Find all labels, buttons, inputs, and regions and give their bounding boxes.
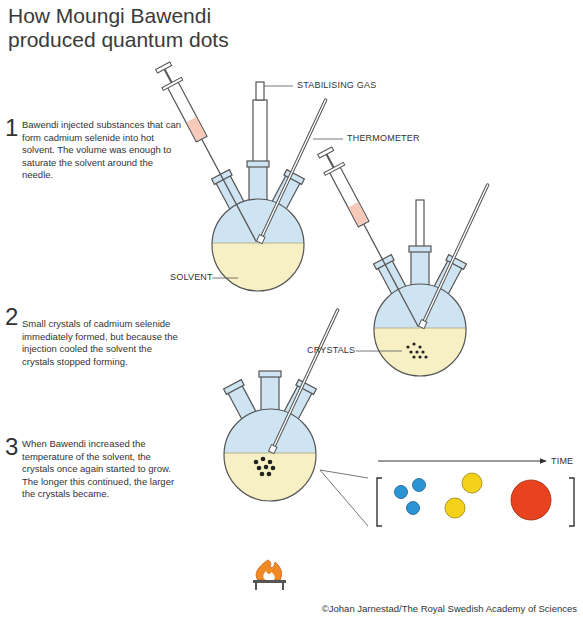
- step-text: Small crystals of cadmium selenide immed…: [22, 318, 184, 368]
- axis-label: TIME: [551, 456, 573, 467]
- flask-step-3: [224, 309, 574, 590]
- flask-step-1: [153, 61, 343, 303]
- leader-line: [313, 139, 343, 140]
- part-label: STABILISING GAS: [297, 80, 376, 91]
- part-label: SOLVENT: [170, 272, 213, 283]
- crystals: [254, 457, 276, 477]
- bracket: [569, 478, 574, 526]
- leader-line: [212, 278, 238, 279]
- step-number: 3: [5, 435, 18, 459]
- step-number: 1: [5, 116, 18, 140]
- crystals: [406, 342, 427, 358]
- part-label: THERMOMETER: [347, 133, 420, 144]
- title: How Moungi Bawendi produced quantum dots: [8, 4, 248, 52]
- bracket: [377, 478, 382, 526]
- step-number: 2: [5, 305, 18, 329]
- step-text: When Bawendi increased the temperature o…: [22, 438, 184, 501]
- leader-line: [264, 86, 293, 87]
- time-arrow: [378, 461, 546, 462]
- part-label: CRYSTALS: [307, 345, 355, 356]
- leader-line: [356, 351, 402, 352]
- burner-flame: [253, 560, 286, 590]
- quantum-dots: [395, 473, 552, 520]
- copyright: ©Johan Jarnestad/The Royal Swedish Acade…: [322, 603, 577, 615]
- step-text: Bawendi injected substances that can for…: [22, 119, 184, 182]
